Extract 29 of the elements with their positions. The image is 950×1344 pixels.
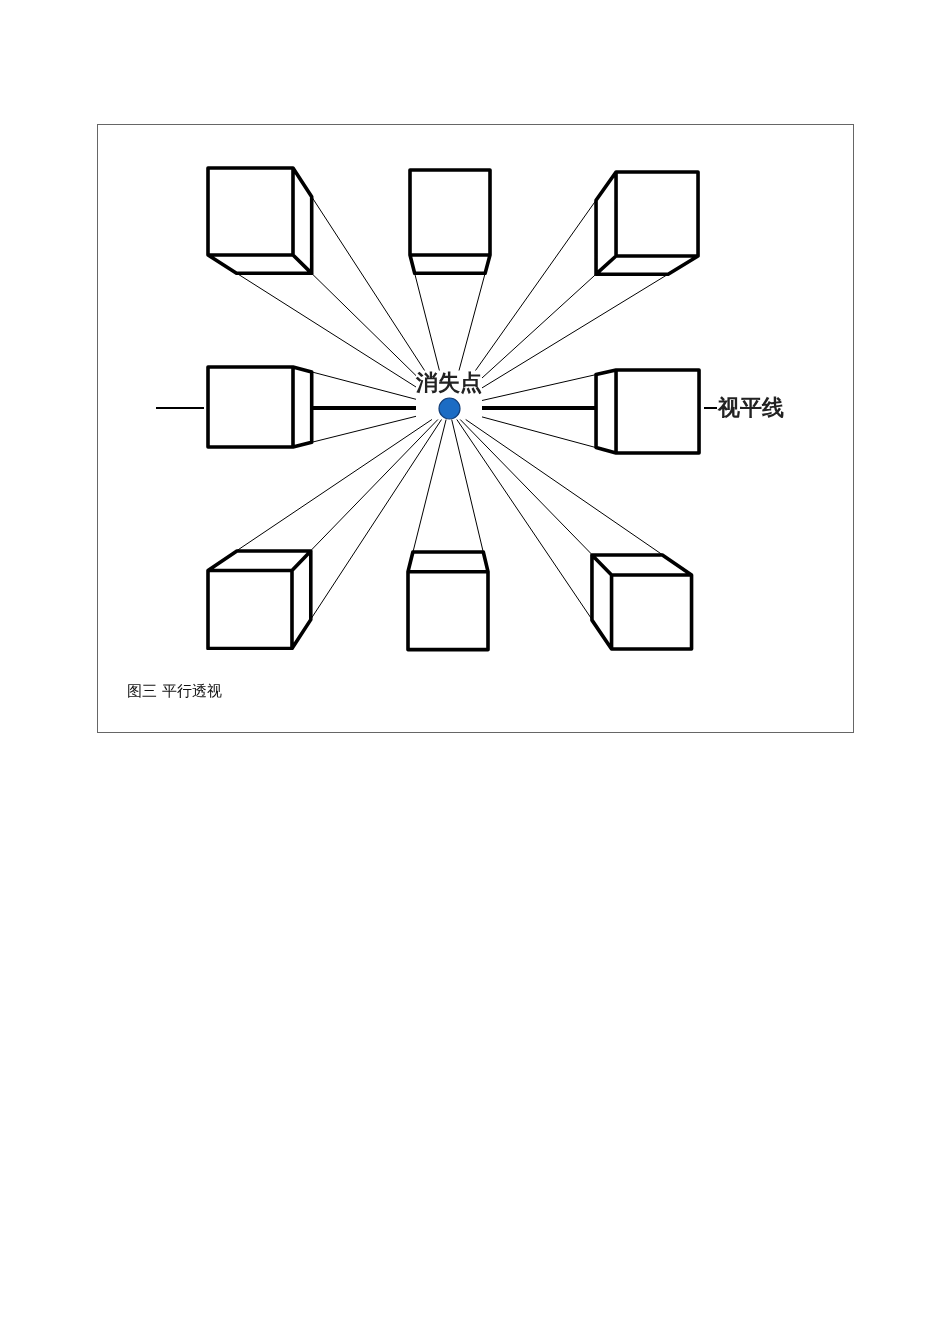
perspective-line bbox=[459, 419, 593, 556]
perspective-line bbox=[236, 272, 417, 388]
cube-drawing bbox=[206, 365, 314, 449]
perspective-line bbox=[311, 272, 417, 377]
perspective-line bbox=[481, 374, 597, 401]
cube-drawing bbox=[593, 368, 701, 455]
cube-drawing bbox=[408, 168, 492, 276]
perspective-line bbox=[310, 419, 439, 552]
perspective-line bbox=[458, 272, 486, 371]
point-label: 消失点 bbox=[416, 370, 482, 395]
cube-drawing bbox=[593, 170, 700, 277]
perspective-line bbox=[311, 371, 417, 400]
cube-drawing bbox=[406, 550, 490, 652]
perspective-line bbox=[481, 273, 669, 389]
horizon-line bbox=[482, 406, 596, 410]
perspective-line bbox=[311, 196, 426, 371]
perspective-line bbox=[414, 272, 440, 371]
horizon-line bbox=[311, 406, 416, 410]
cube-drawing bbox=[206, 166, 314, 276]
cube-drawing bbox=[590, 552, 694, 651]
perspective-line bbox=[236, 419, 433, 552]
figure-caption: 图三 平行透视 bbox=[127, 681, 222, 701]
perspective-line bbox=[311, 415, 417, 443]
perspective-line bbox=[481, 273, 597, 379]
cube-drawing bbox=[206, 548, 313, 650]
perspective-line bbox=[481, 416, 597, 449]
line-label: 视平线 bbox=[718, 395, 784, 421]
perspective-line bbox=[451, 419, 484, 553]
perspective-line bbox=[412, 419, 447, 553]
